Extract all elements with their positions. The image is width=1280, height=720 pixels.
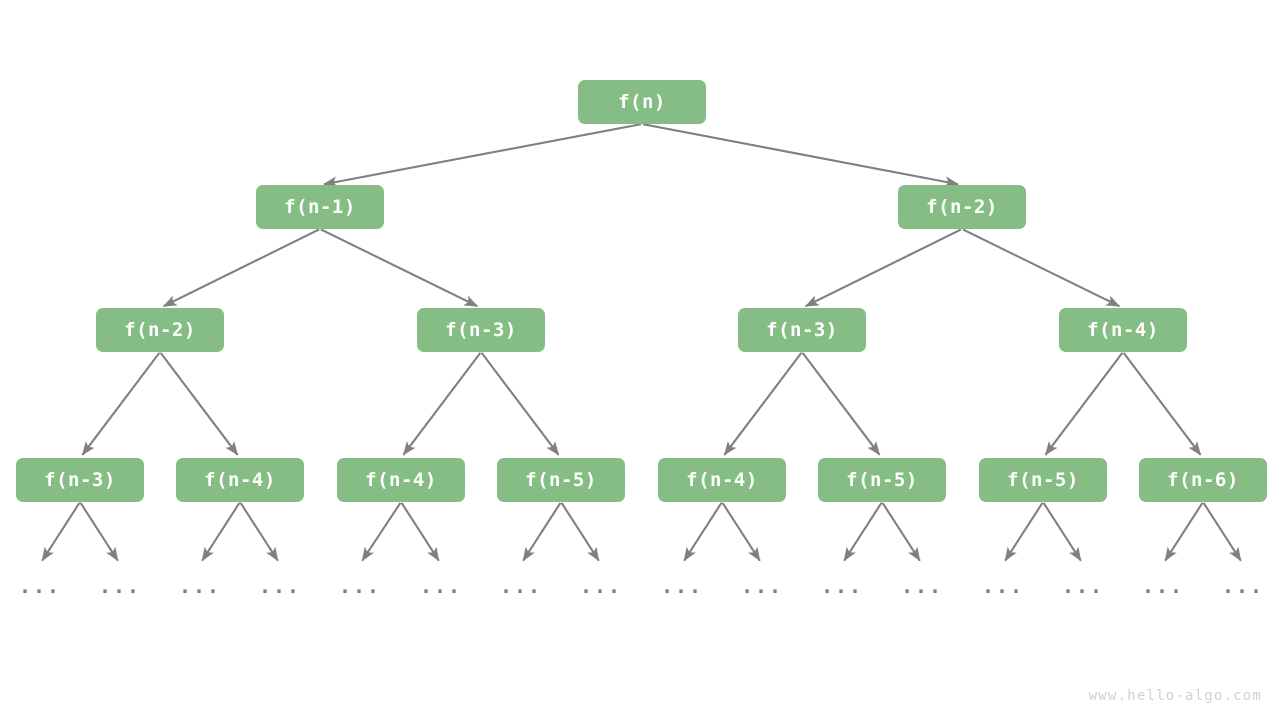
ellipsis-leaf: ... — [178, 574, 222, 598]
tree-edge — [41, 502, 81, 562]
tree-node[interactable]: f(n-3) — [417, 308, 545, 352]
tree-edge — [1004, 502, 1044, 562]
ellipsis-leaf: ... — [1221, 574, 1265, 598]
ellipsis-leaf: ... — [499, 574, 543, 598]
tree-node[interactable]: f(n) — [578, 80, 706, 124]
ellipsis-leaf: ... — [981, 574, 1025, 598]
tree-edge — [162, 228, 320, 308]
tree-node[interactable]: f(n-4) — [176, 458, 304, 502]
ellipsis-leaf: ... — [18, 574, 62, 598]
tree-edge — [1122, 352, 1202, 456]
tree-edge — [683, 502, 723, 562]
tree-edge — [320, 228, 479, 308]
tree-node[interactable]: f(n-4) — [337, 458, 465, 502]
tree-edge — [804, 228, 962, 308]
ellipsis-leaf: ... — [98, 574, 142, 598]
watermark: www.hello-algo.com — [1088, 688, 1262, 704]
tree-node[interactable]: f(n-3) — [738, 308, 866, 352]
ellipsis-leaf: ... — [660, 574, 704, 598]
tree-edge — [1042, 502, 1082, 562]
tree-node[interactable]: f(n-4) — [1059, 308, 1187, 352]
tree-edge — [480, 352, 560, 456]
tree-edge — [81, 352, 161, 456]
ellipsis-leaf: ... — [1141, 574, 1185, 598]
tree-edge — [402, 352, 482, 456]
tree-edge — [1164, 502, 1204, 562]
ellipsis-leaf: ... — [900, 574, 944, 598]
tree-edge — [239, 502, 279, 562]
tree-edge — [721, 502, 761, 562]
tree-node[interactable]: f(n-5) — [818, 458, 946, 502]
tree-node[interactable]: f(n-1) — [256, 185, 384, 229]
ellipsis-leaf: ... — [338, 574, 382, 598]
ellipsis-leaf: ... — [740, 574, 784, 598]
ellipsis-leaf: ... — [579, 574, 623, 598]
tree-node[interactable]: f(n-3) — [16, 458, 144, 502]
tree-node[interactable]: f(n-2) — [898, 185, 1026, 229]
tree-edge — [642, 123, 959, 188]
tree-node[interactable]: f(n-5) — [497, 458, 625, 502]
tree-edge — [843, 502, 883, 562]
tree-edge — [723, 352, 803, 456]
tree-node[interactable]: f(n-4) — [658, 458, 786, 502]
tree-node[interactable]: f(n-2) — [96, 308, 224, 352]
ellipsis-leaf: ... — [1061, 574, 1105, 598]
tree-node[interactable]: f(n-5) — [979, 458, 1107, 502]
tree-edge — [361, 502, 402, 562]
tree-edge — [159, 352, 239, 456]
tree-edge — [1044, 352, 1124, 456]
tree-edge — [522, 502, 562, 562]
tree-edge — [801, 352, 881, 456]
tree-edge — [881, 502, 921, 562]
tree-edge — [201, 502, 241, 562]
ellipsis-leaf: ... — [820, 574, 864, 598]
tree-edge — [323, 123, 642, 188]
tree-edge — [560, 502, 600, 562]
tree-edge — [962, 228, 1121, 308]
edges-group — [41, 123, 1242, 562]
tree-edge — [1202, 502, 1242, 562]
ellipsis-leaf: ... — [258, 574, 302, 598]
ellipsis-leaf: ... — [419, 574, 463, 598]
tree-node[interactable]: f(n-6) — [1139, 458, 1267, 502]
tree-edge — [79, 502, 119, 562]
tree-edge — [400, 502, 440, 562]
